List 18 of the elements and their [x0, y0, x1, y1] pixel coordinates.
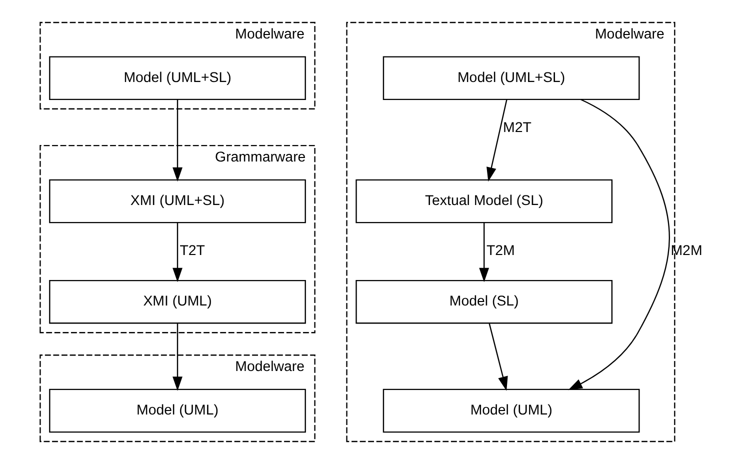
arrow [172, 324, 182, 391]
arrow [488, 323, 508, 391]
arrow [172, 222, 182, 282]
node-box: Model (UML+SL) [382, 56, 640, 100]
node-box: Textual Model (SL) [356, 179, 613, 224]
node-box: Model (UML) [49, 388, 306, 433]
node-box: Model (SL) [356, 280, 613, 324]
edge-label: T2T [180, 243, 205, 260]
node-box: XMI (UML+SL) [49, 179, 306, 224]
arrow [568, 98, 670, 390]
node-box: XMI (UML) [49, 280, 306, 324]
arrow [479, 222, 490, 282]
arrow [172, 100, 182, 182]
arrow [486, 100, 508, 182]
node-box: Model (UML+SL) [49, 56, 306, 100]
edge-label: T2M [486, 243, 515, 260]
edge-label: M2T [503, 120, 532, 136]
node-box: Model (UML) [382, 388, 640, 433]
